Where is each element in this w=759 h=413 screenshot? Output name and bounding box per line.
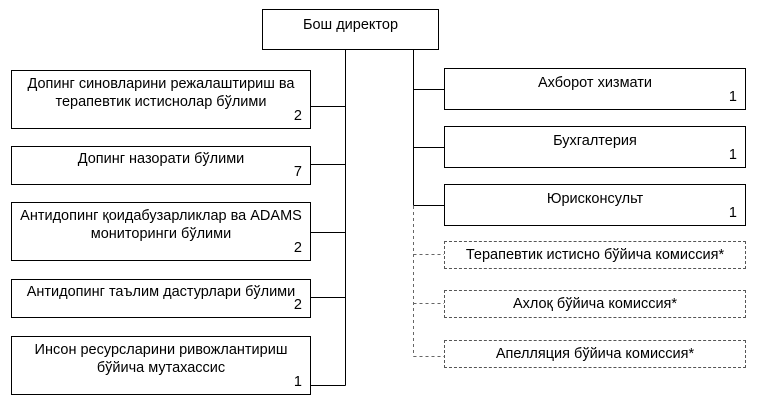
unit-count: 1 <box>293 374 302 390</box>
commission-label: Ахлоқ бўйича комиссия* <box>512 296 678 312</box>
commission-box-appeals: Апелляция бўйича комиссия* <box>444 340 746 368</box>
unit-box-information-service: Ахборот хизмати 1 <box>444 68 746 110</box>
unit-box-violations-adams: Антидопинг қоидабузарликлар ва ADAMS мон… <box>11 202 311 261</box>
commission-box-ethics: Ахлоқ бўйича комиссия* <box>444 290 746 318</box>
unit-label: Антидопинг қоидабузарликлар ва ADAMS мон… <box>20 208 302 242</box>
unit-box-doping-planning: Допинг синовларини режалаштириш ва терап… <box>11 70 311 129</box>
director-box: Бош директор <box>262 9 439 50</box>
unit-box-hr-specialist: Инсон ресурсларини ривожлантириш бўйича … <box>11 336 311 395</box>
unit-count: 1 <box>728 205 737 221</box>
unit-label: Бухгалтерия <box>553 133 637 149</box>
unit-count: 2 <box>293 240 302 256</box>
unit-box-education: Антидопинг таълим дастурлари бўлими 2 <box>11 279 311 318</box>
unit-label: Ахборот хизмати <box>537 75 653 91</box>
director-label: Бош директор <box>302 17 399 33</box>
unit-label: Инсон ресурсларини ривожлантириш бўйича … <box>34 342 288 376</box>
unit-count: 1 <box>728 147 737 163</box>
unit-count: 7 <box>293 164 302 180</box>
unit-count: 2 <box>293 108 302 124</box>
unit-count: 2 <box>293 297 302 313</box>
unit-box-doping-control: Допинг назорати бўлими 7 <box>11 146 311 185</box>
commission-label: Апелляция бўйича комиссия* <box>495 346 695 362</box>
commission-label: Терапевтик истисно бўйича комиссия* <box>465 247 725 263</box>
unit-label: Антидопинг таълим дастурлари бўлими <box>26 284 296 300</box>
unit-label: Юрисконсульт <box>546 191 644 207</box>
commission-box-therapeutic: Терапевтик истисно бўйича комиссия* <box>444 241 746 269</box>
unit-count: 1 <box>728 89 737 105</box>
unit-label: Допинг назорати бўлими <box>77 151 245 167</box>
unit-box-accounting: Бухгалтерия 1 <box>444 126 746 168</box>
unit-label: Допинг синовларини режалаштириш ва терап… <box>27 76 295 110</box>
unit-box-legal-counsel: Юрисконсульт 1 <box>444 184 746 226</box>
